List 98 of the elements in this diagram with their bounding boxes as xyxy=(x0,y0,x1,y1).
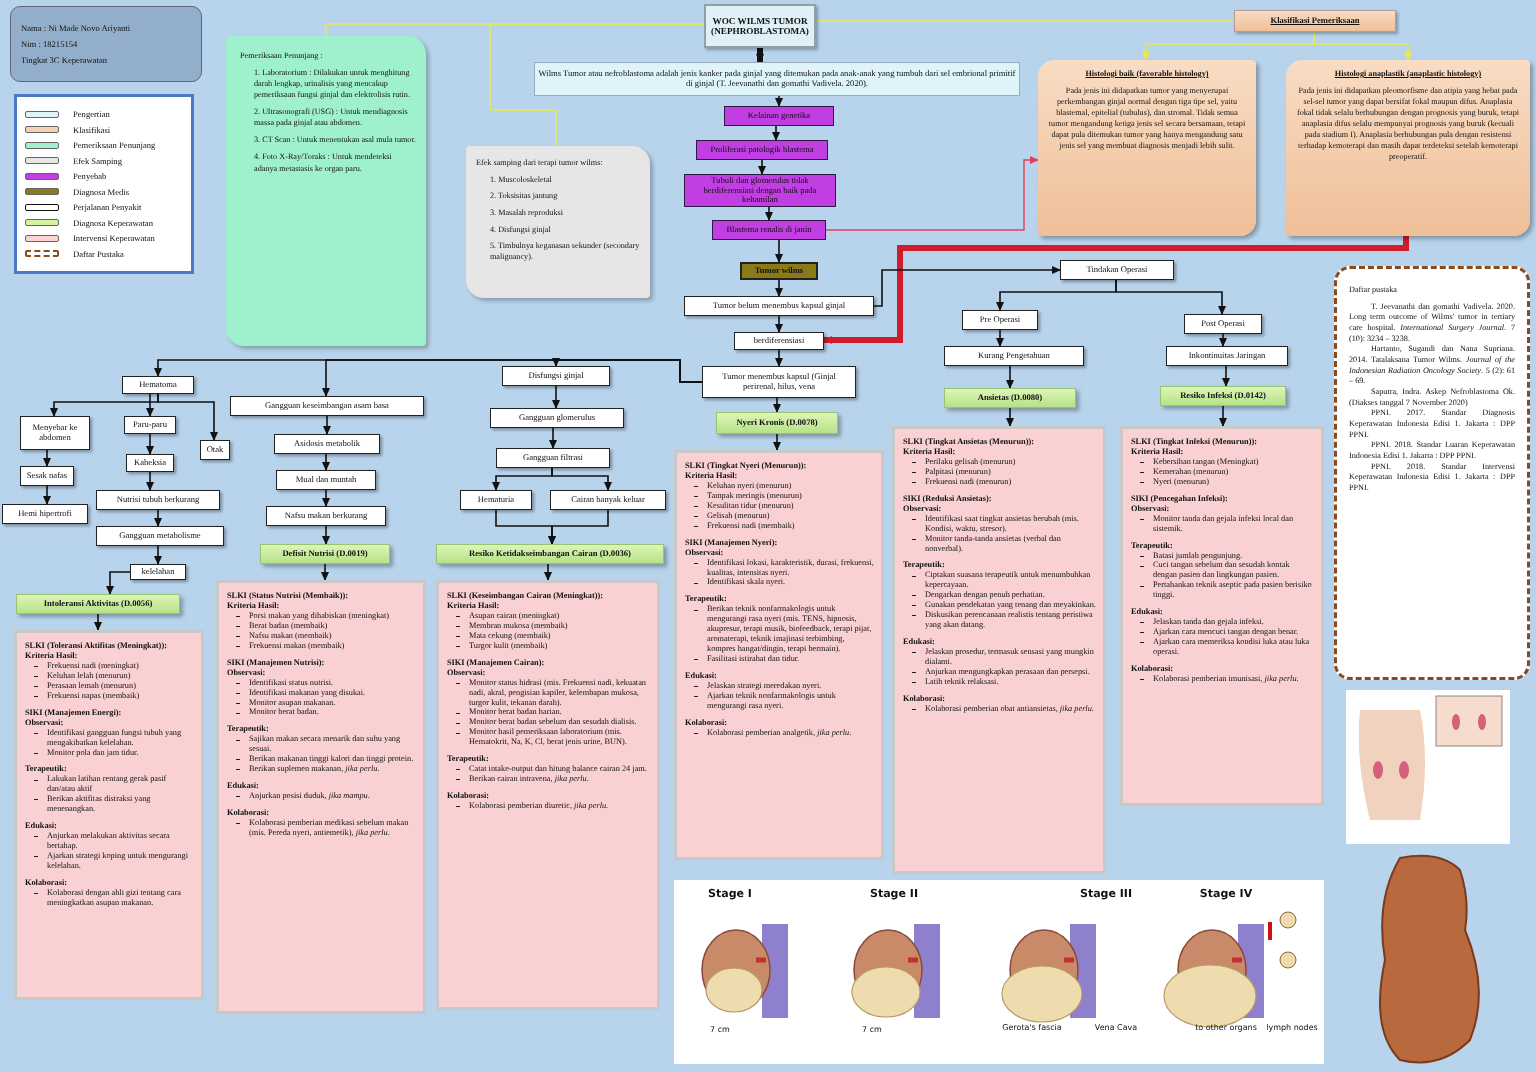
arrow xyxy=(551,467,612,491)
cause-box xyxy=(684,174,836,207)
arrow xyxy=(773,433,781,451)
arrow xyxy=(775,239,783,263)
process-box xyxy=(96,526,224,546)
process-box xyxy=(124,416,176,434)
intervention-panel xyxy=(14,630,204,1000)
definition-box xyxy=(534,62,1020,96)
process-box xyxy=(130,564,186,580)
nursing-diagnosis-box xyxy=(16,594,180,614)
classification-panel xyxy=(1038,60,1256,236)
process-box xyxy=(1060,260,1174,280)
arrow xyxy=(548,509,609,545)
arrow xyxy=(1313,31,1412,61)
arrow xyxy=(146,471,154,491)
process-box xyxy=(490,408,624,428)
process-box xyxy=(1166,346,1288,366)
nursing-diagnosis-box xyxy=(944,388,1076,408)
nursing-diagnosis-box xyxy=(1160,386,1286,406)
process-box xyxy=(496,448,610,468)
side-effect-panel xyxy=(466,146,650,298)
cause-box xyxy=(724,106,834,126)
process-box xyxy=(276,470,376,490)
arrow xyxy=(1006,407,1014,427)
medical-diagnosis-box xyxy=(740,262,818,280)
arrow xyxy=(552,358,703,383)
classification-heading-box xyxy=(1234,10,1396,32)
arrow xyxy=(94,613,102,631)
process-box xyxy=(20,416,90,450)
arrow xyxy=(1219,405,1227,427)
process-box xyxy=(126,454,174,472)
process-box xyxy=(702,366,856,398)
intervention-panel xyxy=(1120,426,1324,806)
nursing-diagnosis-box xyxy=(716,412,838,434)
student-info-card xyxy=(10,6,202,82)
process-box xyxy=(944,346,1084,366)
arrow xyxy=(1219,333,1227,347)
arrow xyxy=(772,125,780,141)
process-box xyxy=(734,332,824,350)
process-box xyxy=(122,376,194,394)
arrow xyxy=(544,563,552,581)
arrow xyxy=(552,385,560,409)
examination-panel xyxy=(226,36,426,346)
arrow xyxy=(775,349,783,367)
cause-box xyxy=(712,220,826,240)
process-box xyxy=(230,396,424,416)
process-box xyxy=(2,504,88,524)
process-box xyxy=(460,490,532,510)
arrow xyxy=(756,48,764,63)
intervention-panel xyxy=(892,426,1106,874)
process-box xyxy=(1184,314,1262,334)
arrow xyxy=(157,393,218,441)
reference-panel xyxy=(1334,266,1530,680)
process-box xyxy=(200,440,230,460)
connector-line xyxy=(815,20,1235,22)
arrow xyxy=(322,489,330,507)
arrow xyxy=(758,159,766,175)
arrow xyxy=(154,509,162,527)
arrow xyxy=(873,266,1061,307)
process-box xyxy=(550,490,666,510)
cause-box xyxy=(696,140,828,160)
arrow xyxy=(322,525,330,545)
nursing-diagnosis-box xyxy=(436,544,664,564)
arrow xyxy=(1222,365,1230,387)
arrow xyxy=(146,393,154,417)
arrow xyxy=(1115,279,1226,315)
arrow xyxy=(775,279,783,297)
classification-panel xyxy=(1286,60,1530,236)
arrow xyxy=(823,236,1409,344)
arrow xyxy=(825,156,1039,231)
arrow xyxy=(43,485,51,505)
arrow xyxy=(146,433,154,455)
process-box xyxy=(274,434,380,454)
process-box xyxy=(962,310,1038,330)
title-box xyxy=(704,4,816,48)
arrow xyxy=(549,427,557,449)
arrow xyxy=(773,397,781,413)
arrow xyxy=(765,206,773,221)
arrow xyxy=(43,449,51,467)
arrow xyxy=(775,315,783,333)
arrow xyxy=(996,329,1004,347)
arrow xyxy=(106,571,131,595)
connector-line xyxy=(489,23,705,147)
arrow xyxy=(321,563,329,581)
process-box xyxy=(266,506,386,526)
intervention-panel xyxy=(674,450,884,860)
arrow xyxy=(323,415,331,435)
intervention-panel xyxy=(436,580,660,1010)
arrow xyxy=(1006,365,1014,389)
nursing-diagnosis-box xyxy=(260,544,390,564)
process-box xyxy=(502,366,610,386)
arrow xyxy=(154,545,162,565)
process-box xyxy=(684,296,874,316)
arrow xyxy=(775,95,783,107)
process-box xyxy=(20,466,74,486)
process-box xyxy=(96,490,220,510)
intervention-panel xyxy=(216,580,426,1014)
arrow xyxy=(322,453,330,471)
